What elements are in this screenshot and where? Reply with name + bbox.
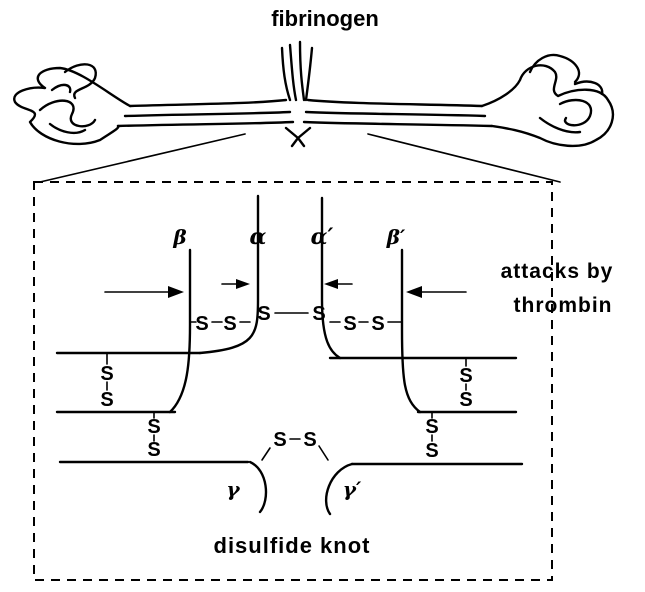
sulfur-atom-label: S: [257, 303, 270, 325]
chain-label-beta-prime: β′: [386, 225, 406, 249]
horizontal-chains: [57, 353, 522, 464]
sulfur-atom-label: S: [425, 440, 438, 462]
sulfur-atom-label: S: [195, 313, 208, 335]
thrombin-attack-arrows: [105, 279, 466, 298]
sulfur-atom-label: S: [312, 303, 325, 325]
sulfur-atom-label: S: [147, 439, 160, 461]
label-disulfide-knot: disulfide knot: [214, 533, 371, 558]
sulfur-atom-label: S: [100, 389, 113, 411]
sulfur-atom-label: S: [273, 429, 286, 451]
vertical-chains: [170, 196, 420, 514]
zoom-line-left: [40, 134, 245, 182]
vertical-disulfide-bonds: S S S S S S S S S S: [100, 353, 472, 462]
chain-label-gamma: γ: [226, 477, 240, 501]
zoom-line-right: [368, 134, 560, 182]
title-fibrinogen: fibrinogen: [271, 6, 379, 31]
sulfur-atom-label: S: [371, 313, 384, 335]
label-thrombin: thrombin: [514, 294, 613, 317]
sulfur-atom-label: S: [459, 389, 472, 411]
chain-label-alpha: α: [250, 224, 267, 250]
chain-label-gamma-prime: γ′: [343, 477, 362, 501]
fibrinogen-molecule-overview: [14, 42, 613, 146]
sulfur-atom-label: S: [343, 313, 356, 335]
label-attacks-by: attacks by: [501, 260, 614, 283]
chain-label-alpha-prime: α′: [311, 224, 334, 250]
sulfur-atom-label: S: [303, 429, 316, 451]
disulfide-bonds-row: S S S S S S: [190, 303, 402, 335]
sulfur-atom-label: S: [223, 313, 236, 335]
chain-label-beta: β: [172, 225, 186, 249]
